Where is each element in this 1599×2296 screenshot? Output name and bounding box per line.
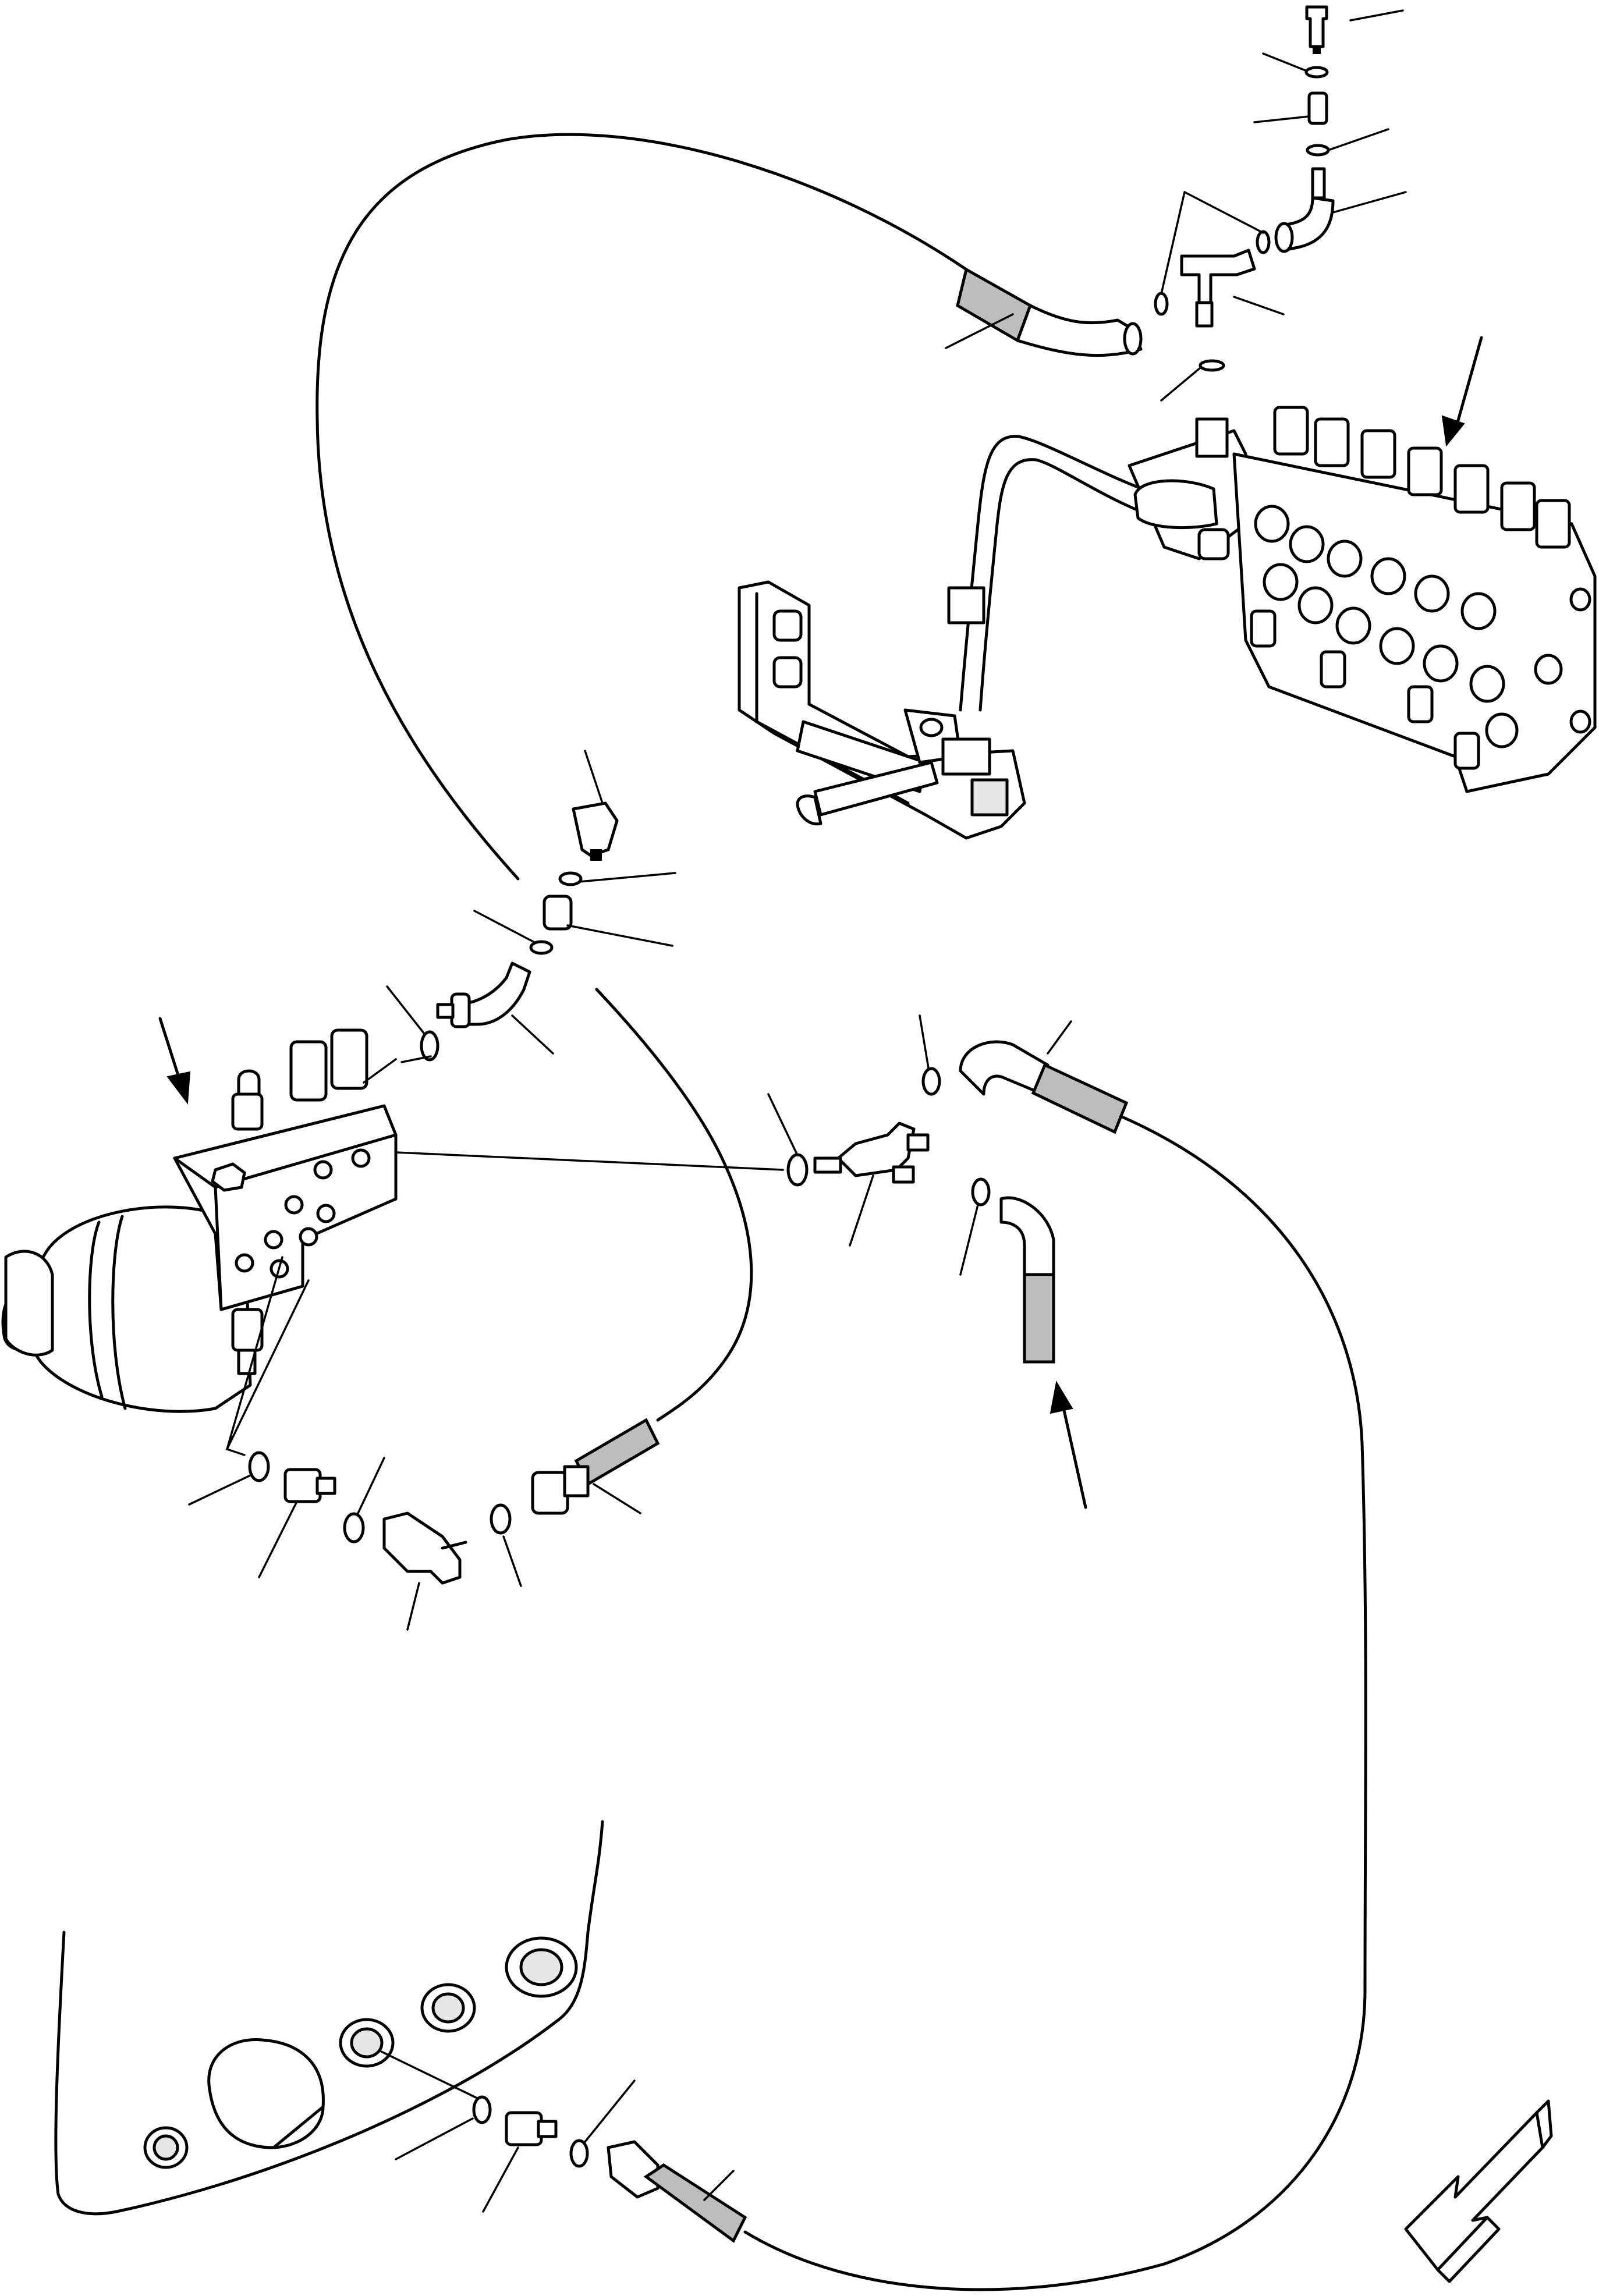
tee-fitting-middle <box>836 1122 916 1177</box>
adapter-lower-1 <box>283 1468 322 1503</box>
solenoid-coil-1 <box>289 1040 328 1102</box>
coupler-middle <box>543 895 573 931</box>
coupler-lower <box>531 1471 569 1515</box>
o-ring-top-1 <box>1304 66 1329 79</box>
o-ring-lower-2 <box>343 1512 365 1543</box>
solenoid-valve-block <box>173 1028 784 1456</box>
hydraulic-hoses <box>315 133 1367 2291</box>
pointer-arrow-icon <box>1441 336 1483 447</box>
o-ring-lower-3 <box>490 1503 512 1535</box>
adapter-top <box>1311 167 1326 200</box>
cap-nut-middle <box>572 801 619 857</box>
o-ring-middle-3 <box>420 1030 439 1062</box>
o-ring-lower-1 <box>248 1451 270 1482</box>
lower-left-fitting-group <box>188 1418 660 1631</box>
tank-panel <box>54 1820 604 2216</box>
direction-arrow-icon <box>1404 2099 1553 2283</box>
elbow-hose-upper <box>1016 304 1143 357</box>
hose-right-loop <box>743 1116 1367 2291</box>
control-valve-block <box>947 406 1597 793</box>
bottom-fitting-group <box>395 2079 747 2243</box>
o-ring-bottom-1 <box>472 2095 492 2124</box>
solenoid-coil-2 <box>330 1028 368 1090</box>
valve-mounting-bracket <box>738 580 1026 840</box>
valve-ports <box>1254 505 1591 748</box>
hose-end-right <box>1031 1063 1129 1134</box>
o-ring-middle-2 <box>529 940 554 955</box>
o-ring-tee-left <box>786 1153 809 1187</box>
adapter-bottom <box>505 2111 543 2146</box>
o-ring-tee-right <box>921 1067 941 1096</box>
o-ring-top-2 <box>1306 144 1330 157</box>
spool-caps <box>1273 406 1571 549</box>
valve-body <box>1232 452 1597 793</box>
middle-tee-group <box>767 1014 1129 1364</box>
tee-fitting-upper <box>1180 249 1256 304</box>
hydraulic-motor <box>1 1205 252 1413</box>
o-ring-upper-tee-left <box>1154 292 1169 316</box>
elbow-fitting-lower <box>382 1511 462 1585</box>
hose-upper-loop <box>315 133 968 881</box>
coupler-bottom <box>607 2140 660 2199</box>
elbow-fitting-middle <box>461 961 531 1026</box>
middle-fitting-group <box>386 750 676 1063</box>
upper-fitting-group <box>945 5 1407 402</box>
hose-end-upper <box>956 267 1033 343</box>
o-ring-tee-lower <box>971 1177 991 1206</box>
pointer-arrows <box>158 336 1483 1509</box>
elbow-fitting-top <box>1279 196 1335 252</box>
pointer-arrow-icon <box>158 1017 191 1105</box>
elbow-hose-lower <box>999 1196 1055 1276</box>
hose-end-bottom <box>643 2163 747 2243</box>
pointer-arrow-icon <box>1050 1381 1087 1509</box>
o-ring-bottom-2 <box>569 2139 589 2168</box>
hose-middle-loop <box>595 988 753 1422</box>
cap-nut-top <box>1305 5 1328 48</box>
hose-end-lower <box>1023 1273 1055 1364</box>
elbow-hose-right <box>959 1040 1050 1096</box>
o-ring-upper-tee-right <box>1256 230 1271 254</box>
coupler-top <box>1307 91 1328 125</box>
o-ring-middle-1 <box>558 871 583 886</box>
o-ring-upper-tee-bottom <box>1199 359 1225 372</box>
